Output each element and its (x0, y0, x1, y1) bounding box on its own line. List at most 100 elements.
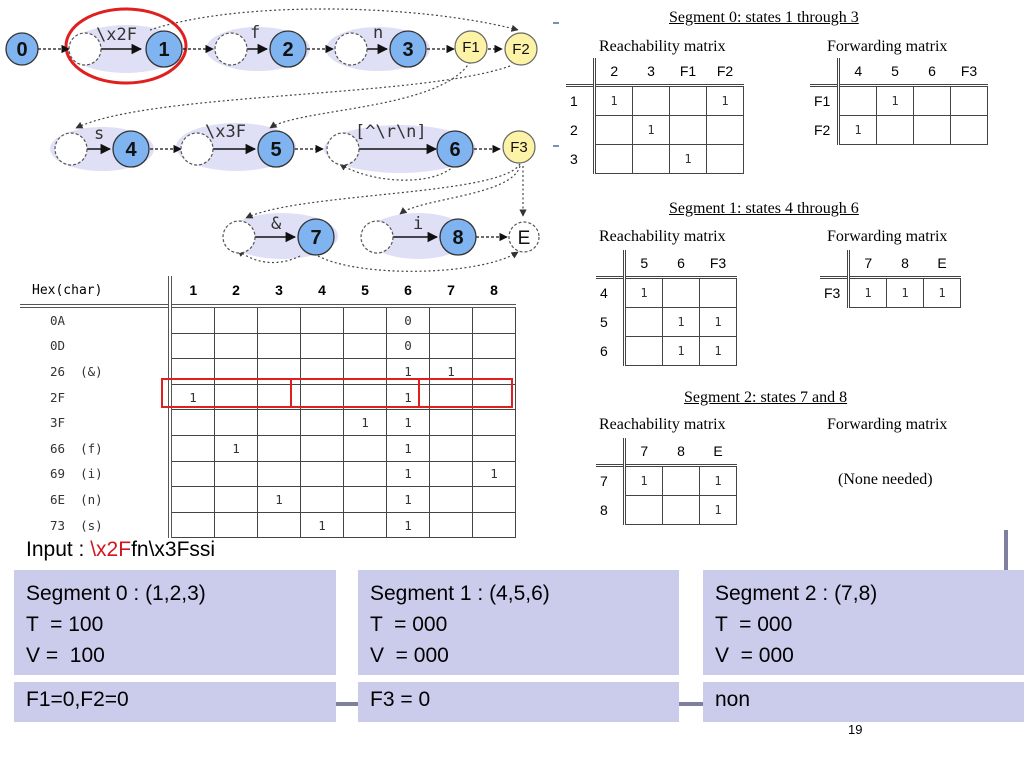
column-header: 3 (275, 282, 283, 298)
matrix-cell (876, 115, 914, 145)
matrix-row-header: 7 (596, 465, 626, 496)
matrix-col-header: 6 (677, 255, 685, 271)
matrix-row-header: 5 (596, 307, 626, 337)
row-label: 73 (s) (20, 512, 172, 538)
matrix-col-header: 2 (610, 63, 619, 79)
matrix-cell (662, 495, 700, 525)
table-cell: 1 (214, 434, 258, 462)
matrix-cell: 1 (669, 144, 707, 174)
table-cell (343, 511, 387, 539)
matrix-col-header: E (713, 443, 723, 459)
matrix-cell: 1 (624, 465, 663, 496)
state-node (5, 32, 39, 66)
input-prefix: Input : (26, 538, 91, 561)
segment-2-reach-title: Reachability matrix (599, 416, 726, 433)
input-string: Input : \x2Ffn\x3Fssi (26, 538, 215, 562)
connector-line (679, 702, 703, 706)
matrix-cell: 1 (662, 307, 700, 337)
segment-box-0: Segment 0 : (1,2,3) T = 100 V = 100 (14, 570, 336, 675)
flag-node (504, 32, 538, 66)
end-label: E (518, 228, 531, 249)
state-label: 4 (125, 139, 137, 161)
flag-node (502, 130, 536, 164)
matrix-cell: 1 (662, 336, 700, 366)
hex-table-header: Hex(char) 1 2 3 4 5 6 7 8 (20, 276, 516, 306)
table-cell (214, 511, 258, 539)
matrix-row-header: 8 (596, 495, 626, 525)
state-node (389, 30, 427, 68)
table-cell (429, 305, 473, 334)
row-label: 2F (20, 384, 172, 410)
page-number: 19 (848, 722, 863, 737)
matrix-col-header: F2 (716, 63, 734, 79)
table-cell (429, 511, 473, 539)
matrix-corner (596, 438, 626, 466)
matrix-col-header: 8 (901, 255, 909, 271)
segment-0-title: Segment 0: states 1 through 3 (669, 9, 859, 26)
state-node (145, 30, 183, 68)
column-header: 1 (189, 282, 198, 298)
row-label: 3F (20, 409, 172, 436)
edge-label: \x3F (205, 122, 246, 142)
table-cell: 1 (386, 460, 430, 488)
flag-box-2: non (703, 682, 1024, 722)
matrix-corner (810, 58, 840, 86)
table-cell (169, 460, 215, 488)
matrix-cell (632, 85, 670, 116)
table-cell (300, 460, 344, 488)
matrix-col-header: 8 (677, 443, 685, 459)
table-cell (214, 409, 258, 436)
matrix-cell: 1 (624, 277, 663, 308)
state-label: 2 (282, 39, 293, 61)
table-cell (214, 332, 258, 360)
column-header: 4 (318, 282, 326, 298)
segment-0-reach-title: Reachability matrix (599, 38, 726, 55)
table-cell: 1 (386, 486, 430, 513)
matrix-cell (838, 85, 877, 116)
table-cell: 1 (386, 409, 430, 436)
table-cell: 0 (386, 305, 430, 334)
matrix-corner (596, 250, 626, 278)
matrix-col-header: E (937, 255, 947, 271)
table-cell (169, 434, 215, 462)
input-highlight: \x2F (90, 538, 132, 561)
highlight-box (418, 378, 513, 408)
matrix-row-header: F3 (820, 277, 850, 308)
edge-label: & (271, 214, 282, 234)
table-cell (169, 409, 215, 436)
table-cell (429, 486, 473, 513)
table-cell (343, 460, 387, 488)
table-cell (472, 511, 516, 539)
matrix-col-header: F1 (679, 63, 697, 79)
matrix-row-header: 2 (566, 115, 596, 145)
matrix-cell: 1 (886, 277, 924, 308)
edge-label: s (94, 124, 104, 144)
table-cell (257, 305, 301, 334)
matrix-corner (566, 58, 596, 86)
table-cell (300, 332, 344, 360)
matrix-row-header: F1 (810, 85, 840, 116)
matrix-cell (632, 144, 670, 174)
table-cell: 0 (386, 332, 430, 360)
matrix-cell (662, 465, 700, 496)
matrix-cell: 1 (699, 465, 737, 496)
state-node (269, 30, 307, 68)
segment-box-line: T = 100 (26, 613, 104, 636)
table-cell: 1 (343, 409, 387, 436)
state-label: 6 (449, 139, 460, 161)
state-node (257, 130, 295, 168)
